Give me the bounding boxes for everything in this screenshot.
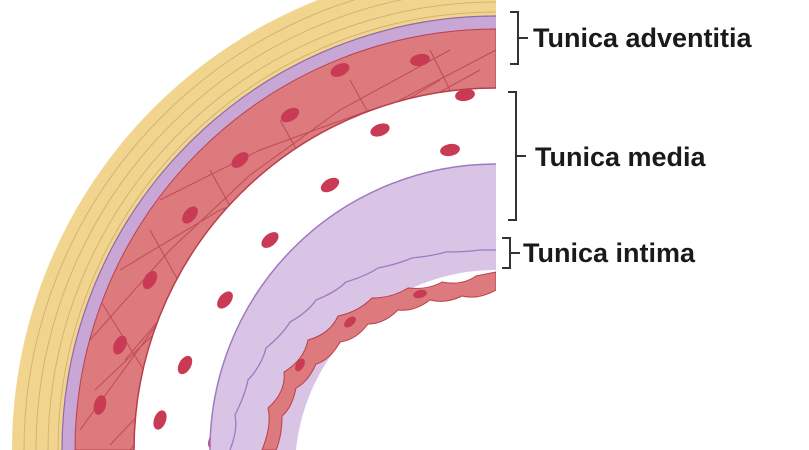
label-tunica-adventitia: Tunica adventitia <box>533 23 753 53</box>
label-tunica-intima: Tunica intima <box>523 238 696 268</box>
media-bracket <box>508 92 526 220</box>
intima-bracket <box>502 238 520 268</box>
adventitia-bracket <box>510 12 528 64</box>
tunica-intima-layer <box>210 164 496 450</box>
label-tunica-media: Tunica media <box>535 142 707 172</box>
